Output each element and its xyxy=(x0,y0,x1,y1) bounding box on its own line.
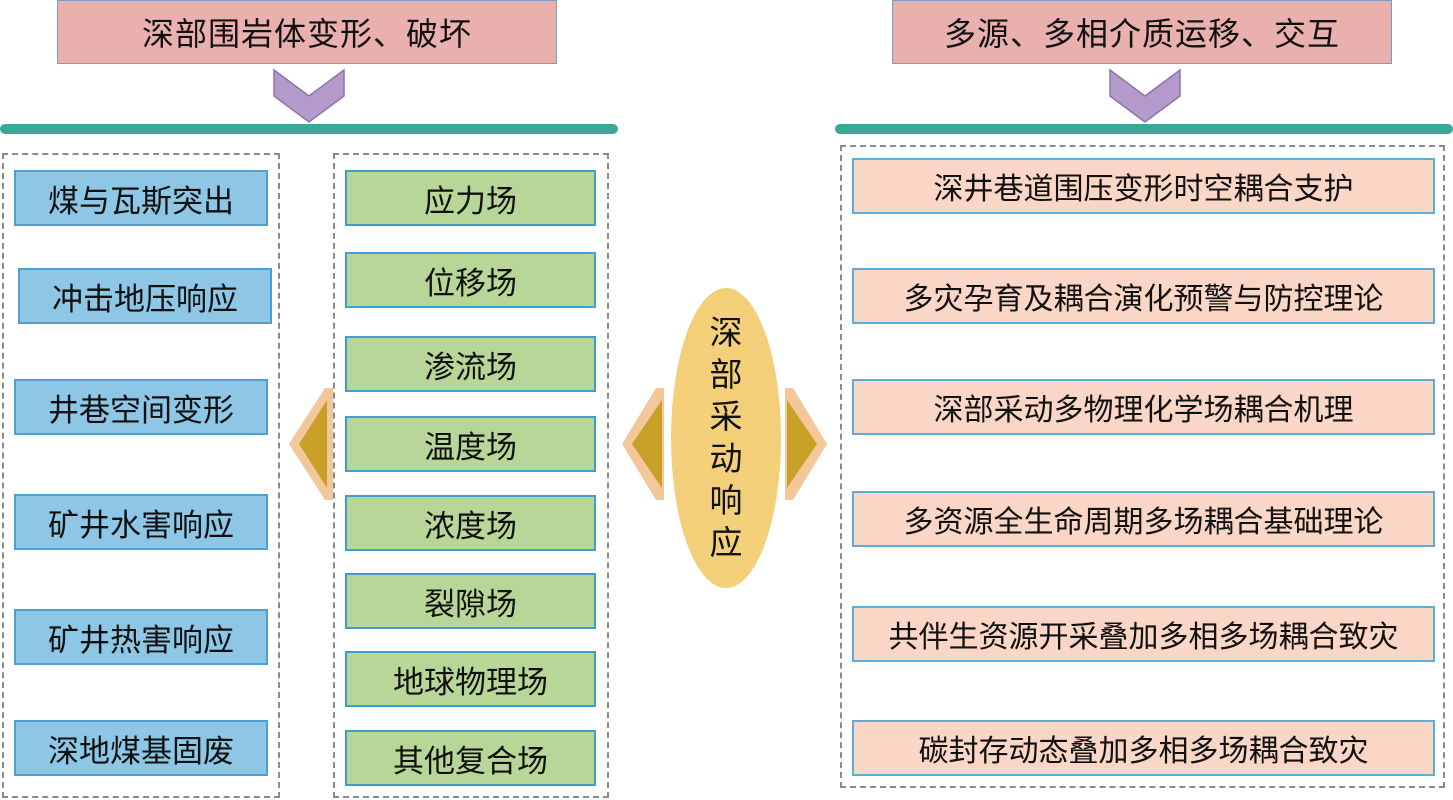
right-item: 多资源全生命周期多场耦合基础理论 xyxy=(852,491,1435,547)
left-item: 井巷空间变形 xyxy=(14,379,268,435)
right-arrow-icon xyxy=(785,388,827,500)
left-arrow-icon xyxy=(622,388,664,500)
field-item: 地球物理场 xyxy=(345,651,596,707)
right-item: 多灾孕育及耦合演化预警与防控理论 xyxy=(852,268,1435,324)
right-item: 深井巷道围压变形时空耦合支护 xyxy=(852,158,1435,214)
middle-group-container xyxy=(333,153,609,798)
header-left: 深部围岩体变形、破坏 xyxy=(57,0,557,64)
left-item: 冲击地压响应 xyxy=(18,268,272,324)
center-label: 深部采动响应 xyxy=(709,313,743,562)
chevron-down-icon xyxy=(1109,68,1181,123)
left-item: 矿井水害响应 xyxy=(14,494,268,550)
field-item: 裂隙场 xyxy=(345,573,596,629)
left-item: 矿井热害响应 xyxy=(14,609,268,665)
center-ellipse: 深部采动响应 xyxy=(671,288,781,588)
right-item: 深部采动多物理化学场耦合机理 xyxy=(852,379,1435,435)
left-arrow-icon xyxy=(289,388,333,500)
field-item: 位移场 xyxy=(345,252,596,308)
field-item: 渗流场 xyxy=(345,336,596,392)
field-item: 其他复合场 xyxy=(345,730,596,786)
divider-bar-left xyxy=(0,124,618,134)
field-item: 温度场 xyxy=(345,416,596,472)
left-item: 深地煤基固废 xyxy=(14,720,268,776)
field-item: 应力场 xyxy=(345,170,596,226)
right-item: 共伴生资源开采叠加多相多场耦合致灾 xyxy=(852,606,1435,662)
divider-bar-right xyxy=(835,124,1453,134)
chevron-down-icon xyxy=(273,68,345,123)
left-item: 煤与瓦斯突出 xyxy=(14,170,268,226)
left-group-container xyxy=(2,153,280,798)
right-item: 碳封存动态叠加多相多场耦合致灾 xyxy=(852,720,1435,776)
right-group-container xyxy=(840,145,1445,788)
header-right: 多源、多相介质运移、交互 xyxy=(892,0,1392,64)
field-item: 浓度场 xyxy=(345,495,596,551)
